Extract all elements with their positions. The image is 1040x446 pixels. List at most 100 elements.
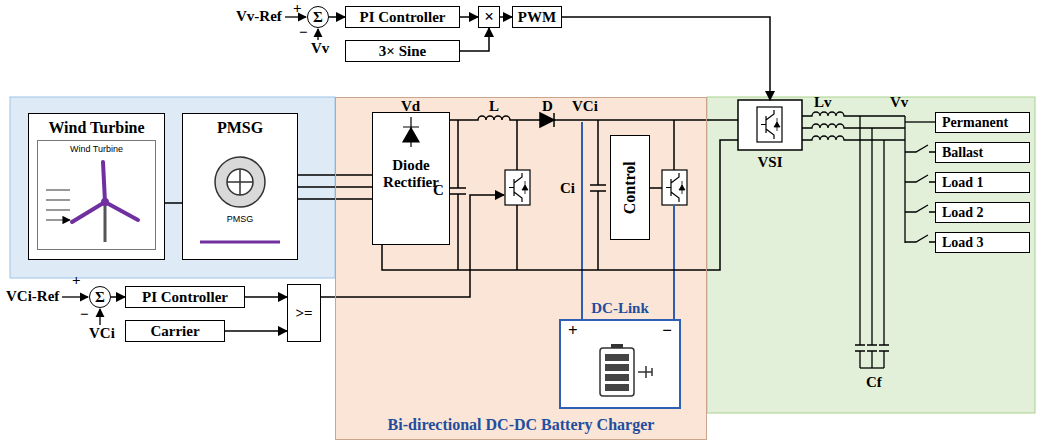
battery-icon: [605, 384, 629, 391]
rectifier-box: Diode Rectifier: [372, 112, 450, 245]
wind-turbine-icon: [46, 190, 70, 220]
box-fill: [738, 100, 802, 150]
box-fill: [560, 320, 680, 408]
wind-turbine-box: Wind TurbineWind Turbine: [28, 113, 165, 260]
ac-filter: [802, 112, 935, 368]
load-box: Load 3: [935, 232, 1030, 253]
switch-symbol: [505, 170, 530, 205]
signal-label: Lv: [814, 94, 832, 111]
node-text: PMSG: [217, 119, 263, 137]
ac-filter: [905, 175, 935, 182]
signal-label: VCi: [572, 98, 598, 115]
carrier-box: Carrier: [125, 320, 225, 342]
ac-filter: [802, 136, 905, 140]
region-background: [707, 97, 1035, 413]
box-fill: [28, 113, 165, 260]
turbine-picture: Wind Turbine: [37, 140, 156, 250]
controller-box: PI Controller: [345, 6, 460, 28]
dc-circuit: [554, 119, 738, 121]
node-text: ×: [484, 8, 494, 27]
signal-label: Cf: [866, 374, 882, 391]
signal-label: Vv: [890, 94, 908, 111]
generator-icon: [200, 157, 280, 242]
signal-label: +: [72, 272, 81, 289]
node-text: +: [568, 322, 578, 341]
rectifier-diode: [403, 128, 419, 142]
signal-arrow: [62, 17, 318, 325]
battery-icon: [611, 344, 623, 348]
multiplier-box: ×: [478, 6, 500, 28]
charger-region: Bi-directional DC-DC Battery Charger Diod…: [335, 97, 707, 440]
signal-arrow: [317, 29, 318, 40]
box-fill: [182, 113, 298, 260]
connector-line: [165, 202, 182, 204]
connector-line: [500, 16, 512, 18]
dc-circuit: [321, 113, 738, 297]
ac-filter: [860, 367, 884, 368]
load-box: Load 2: [935, 202, 1030, 223]
battery-icon: [600, 344, 652, 396]
ac-filter: [905, 121, 935, 122]
signal-arrow: [62, 296, 88, 297]
inverter-box: VSI: [738, 100, 802, 170]
signal-label: −: [299, 24, 308, 41]
switch-symbol: [662, 170, 687, 205]
dc-circuit: [450, 116, 540, 120]
load-box: Permanent: [935, 112, 1030, 133]
node-text: Load 1: [942, 175, 984, 190]
generator-icon: [200, 241, 280, 244]
comparator-box: >=: [287, 284, 321, 342]
battery-wire: [582, 122, 674, 320]
connector-line: [111, 296, 125, 298]
dc-circuit: [540, 113, 554, 127]
ac-filter: [802, 124, 905, 128]
node-text: Wind Turbine: [48, 119, 144, 137]
node-text: Ballast: [942, 145, 983, 160]
summing-junction: Σ: [307, 6, 329, 28]
ac-filter: [879, 140, 889, 368]
signal-arrow: [99, 309, 100, 325]
battery-wire: [582, 122, 674, 320]
node-text: Load 2: [942, 205, 984, 220]
signal-arrow: [285, 16, 306, 17]
load-box: Load 1: [935, 172, 1030, 193]
rectifier-diode: [403, 117, 419, 147]
signal-label: Vv-Ref: [236, 8, 282, 25]
dc-circuit: [590, 120, 606, 270]
connector-line: [225, 330, 287, 332]
ac-filter: [905, 205, 935, 212]
signal-label: VCi: [89, 325, 115, 342]
generator-icon: [227, 169, 253, 195]
region-background: [335, 97, 707, 440]
load-box: Ballast: [935, 142, 1030, 163]
battery-icon: [638, 366, 652, 378]
signal-label: D: [542, 98, 553, 115]
controller-box: PI Controller: [125, 286, 245, 308]
wind-turbine-icon: [101, 198, 109, 206]
ac-filter: [855, 116, 865, 368]
wind-turbine-icon: [46, 162, 138, 242]
pwm-box: PWM: [512, 6, 562, 28]
node-text: −: [662, 322, 672, 341]
box-fill: [372, 112, 450, 245]
battery-icon: [605, 364, 629, 371]
ac-filter: [867, 128, 877, 368]
dc-circuit: [321, 195, 504, 297]
connector-line: [460, 16, 478, 18]
rectifier-diode: [403, 117, 419, 147]
dc-circuit: [450, 120, 466, 270]
ac-filter: [802, 112, 905, 116]
wind-turbine-icon: [104, 205, 107, 242]
connector-line: [562, 17, 770, 100]
generator-icon: [227, 169, 253, 195]
generator-icon: [215, 157, 265, 207]
node-text: Permanent: [942, 115, 1008, 130]
summing-junction: Σ: [89, 286, 111, 308]
node-text: Control: [621, 161, 639, 214]
signal-label: Vd: [401, 98, 420, 115]
battery-icon: [605, 374, 629, 381]
node-text: PI Controller: [142, 289, 228, 306]
node-text: Bi-directional DC-DC Battery Charger: [388, 416, 655, 434]
